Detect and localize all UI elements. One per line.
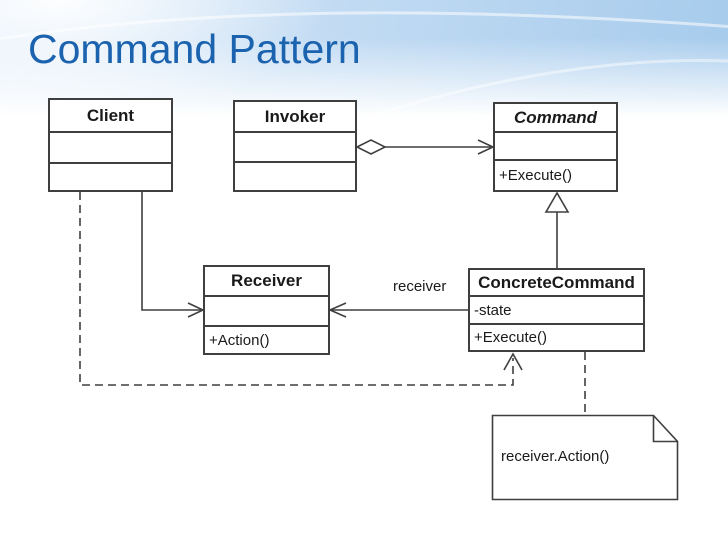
- class-command-methods: +Execute(): [499, 167, 572, 184]
- class-concretecommand-attributes: -state: [470, 297, 643, 325]
- class-receiver-attributes: [205, 297, 328, 327]
- note-shape: [491, 414, 679, 501]
- open-arrowhead-into-concretecommand: [503, 352, 523, 371]
- class-invoker-methods: [235, 163, 355, 190]
- class-client-attributes: [50, 133, 171, 164]
- class-box-receiver: Receiver +Action(): [203, 265, 330, 355]
- class-command-name: Command: [495, 104, 616, 133]
- class-client-name: Client: [50, 100, 171, 133]
- generalization-triangle: [544, 191, 570, 213]
- class-invoker-attributes: [235, 133, 355, 163]
- open-arrowhead-into-receiver-right: [328, 302, 347, 318]
- slide-title: Command Pattern: [28, 26, 361, 72]
- note-text: receiver.Action(): [501, 448, 610, 465]
- class-box-client: Client: [48, 98, 173, 192]
- class-command-attributes: [495, 133, 616, 161]
- generalization-connector-concretecommand-command: [544, 191, 570, 268]
- class-concretecommand-methods: +Execute(): [474, 329, 547, 346]
- note-body: [491, 414, 679, 501]
- aggregation-connector-invoker-command: [355, 139, 495, 155]
- class-box-invoker: Invoker: [233, 100, 357, 192]
- aggregation-diamond: [355, 139, 387, 155]
- class-invoker-name: Invoker: [235, 102, 355, 133]
- class-box-concretecommand: ConcreteCommand -state +Execute(): [468, 268, 645, 352]
- class-receiver-name: Receiver: [205, 267, 328, 297]
- association-connector-client-receiver: [141, 192, 205, 318]
- dependency-connector-client-concretecommand: [79, 192, 523, 386]
- class-receiver-methods: +Action(): [209, 331, 270, 349]
- association-connector-concretecommand-receiver: [328, 302, 468, 318]
- note-fold-corner: [652, 415, 678, 443]
- class-box-command: Command +Execute(): [493, 102, 618, 192]
- header-wave-decoration: [0, 11, 728, 134]
- header-wave-curve-bottom: [319, 58, 728, 134]
- association-label-receiver: receiver: [393, 278, 447, 295]
- class-concretecommand-name: ConcreteCommand: [470, 270, 643, 297]
- class-client-methods: [50, 164, 171, 190]
- header-wave-curve-top: [0, 11, 728, 41]
